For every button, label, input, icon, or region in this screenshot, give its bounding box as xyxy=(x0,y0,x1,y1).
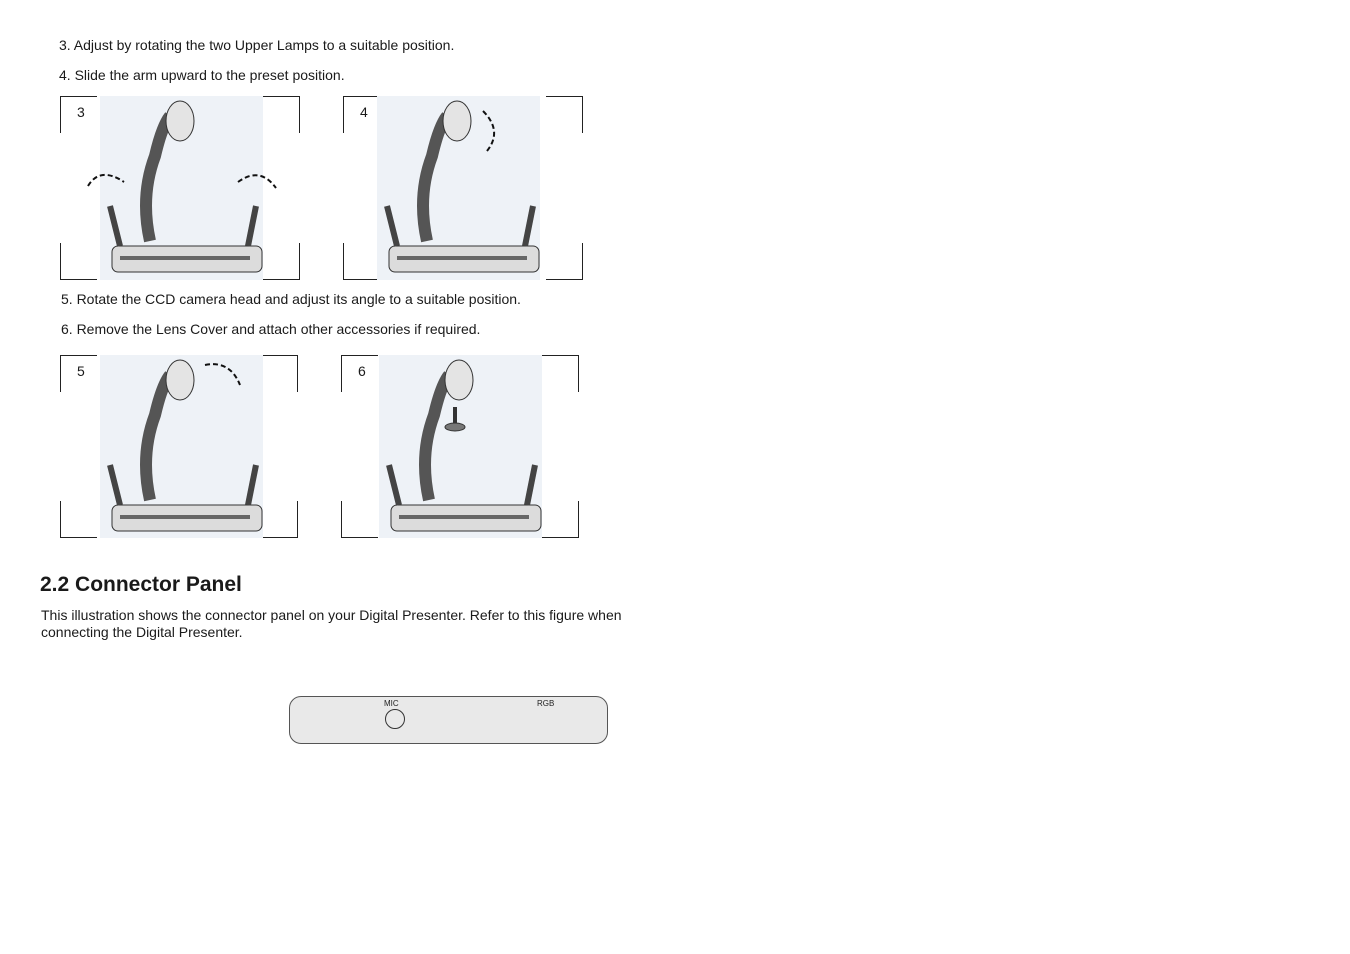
step-6-text: 6. Remove the Lens Cover and attach othe… xyxy=(61,321,481,337)
mic-jack-icon xyxy=(385,709,405,729)
mic-label: MIC xyxy=(384,699,399,708)
figure-5: 5 xyxy=(60,355,298,538)
presenter-illustration xyxy=(100,355,263,538)
figure-3: 3 xyxy=(60,96,300,280)
step-5-text: 5. Rotate the CCD camera head and adjust… xyxy=(61,291,521,307)
figure-number: 5 xyxy=(77,363,85,379)
presenter-illustration xyxy=(379,355,542,538)
presenter-illustration xyxy=(87,96,277,280)
figure-6: 6 xyxy=(341,355,579,538)
figure-4: 4 xyxy=(343,96,583,280)
figure-number: 6 xyxy=(358,363,366,379)
connector-panel-title: 2.2 Connector Panel xyxy=(40,573,242,596)
figure-number: 4 xyxy=(360,104,368,120)
rgb-label: RGB xyxy=(537,699,555,708)
step-3-text: 3. Adjust by rotating the two Upper Lamp… xyxy=(59,37,455,53)
connector-panel-text: This illustration shows the connector pa… xyxy=(41,607,622,640)
step-4-text: 4. Slide the arm upward to the preset po… xyxy=(59,67,345,83)
figure-number: 3 xyxy=(77,104,85,120)
connector-panel-top: MIC RGB xyxy=(289,696,608,744)
presenter-illustration xyxy=(377,96,540,280)
